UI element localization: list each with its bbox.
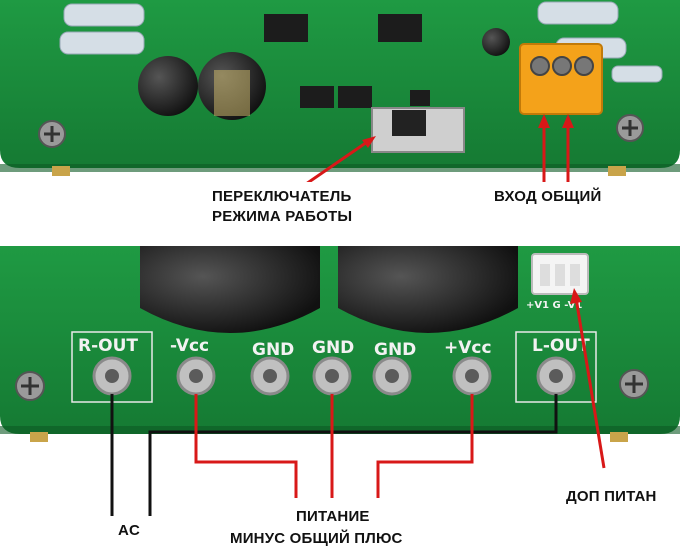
aux-power-label: ДОП ПИТАН — [566, 488, 657, 505]
minus-wire — [194, 394, 298, 498]
input-label: ВХОД ОБЩИЙ — [494, 188, 602, 205]
silk-gnd-3: GND — [374, 340, 417, 360]
resistor-5 — [611, 65, 663, 83]
capacitor-3 — [482, 28, 510, 56]
resistor-2 — [59, 31, 145, 55]
switch-knob — [392, 110, 426, 136]
bottom-photo-panel — [0, 246, 680, 446]
silk-minus-vcc: -Vcc — [170, 336, 210, 356]
resistor-3 — [537, 1, 619, 25]
ac-wire-right — [148, 394, 558, 516]
silk-gnd-1: GND — [252, 340, 295, 360]
ic-2 — [378, 14, 422, 42]
ic-1 — [264, 14, 308, 42]
ic-4 — [338, 86, 372, 108]
ic-3 — [300, 86, 334, 108]
bottom-pcb-illustration — [0, 246, 680, 446]
aux-power-arrow — [574, 297, 606, 469]
plus-wire — [376, 394, 474, 498]
silk-gnd-2: GND — [312, 338, 355, 358]
power-subtitle: МИНУС ОБЩИЙ ПЛЮС — [230, 530, 403, 547]
ic-5 — [410, 90, 430, 106]
standoff-right — [608, 166, 626, 176]
power-title: ПИТАНИЕ — [296, 508, 370, 525]
resistor-1 — [63, 3, 145, 27]
ac-label: AC — [118, 522, 141, 539]
silk-r-out: R-OUT — [78, 336, 138, 356]
big-capacitor-right — [338, 246, 518, 333]
switch-label-line1: ПЕРЕКЛЮЧАТЕЛЬ — [212, 188, 352, 205]
top-pcb-illustration — [0, 0, 680, 186]
silk-plus-vcc: +Vcc — [444, 338, 492, 358]
silk-aux-pins: +V1 G -V1 — [526, 300, 583, 311]
capacitor-1 — [138, 56, 198, 116]
terminal-pads — [92, 356, 576, 396]
top-photo-panel — [0, 0, 680, 186]
silk-l-out: L-OUT — [532, 336, 590, 356]
switch-label-line2: РЕЖИМА РАБОТЫ — [212, 208, 353, 225]
switch-arrow — [305, 138, 371, 186]
big-capacitor-left — [140, 246, 320, 333]
standoff-left — [52, 166, 70, 176]
